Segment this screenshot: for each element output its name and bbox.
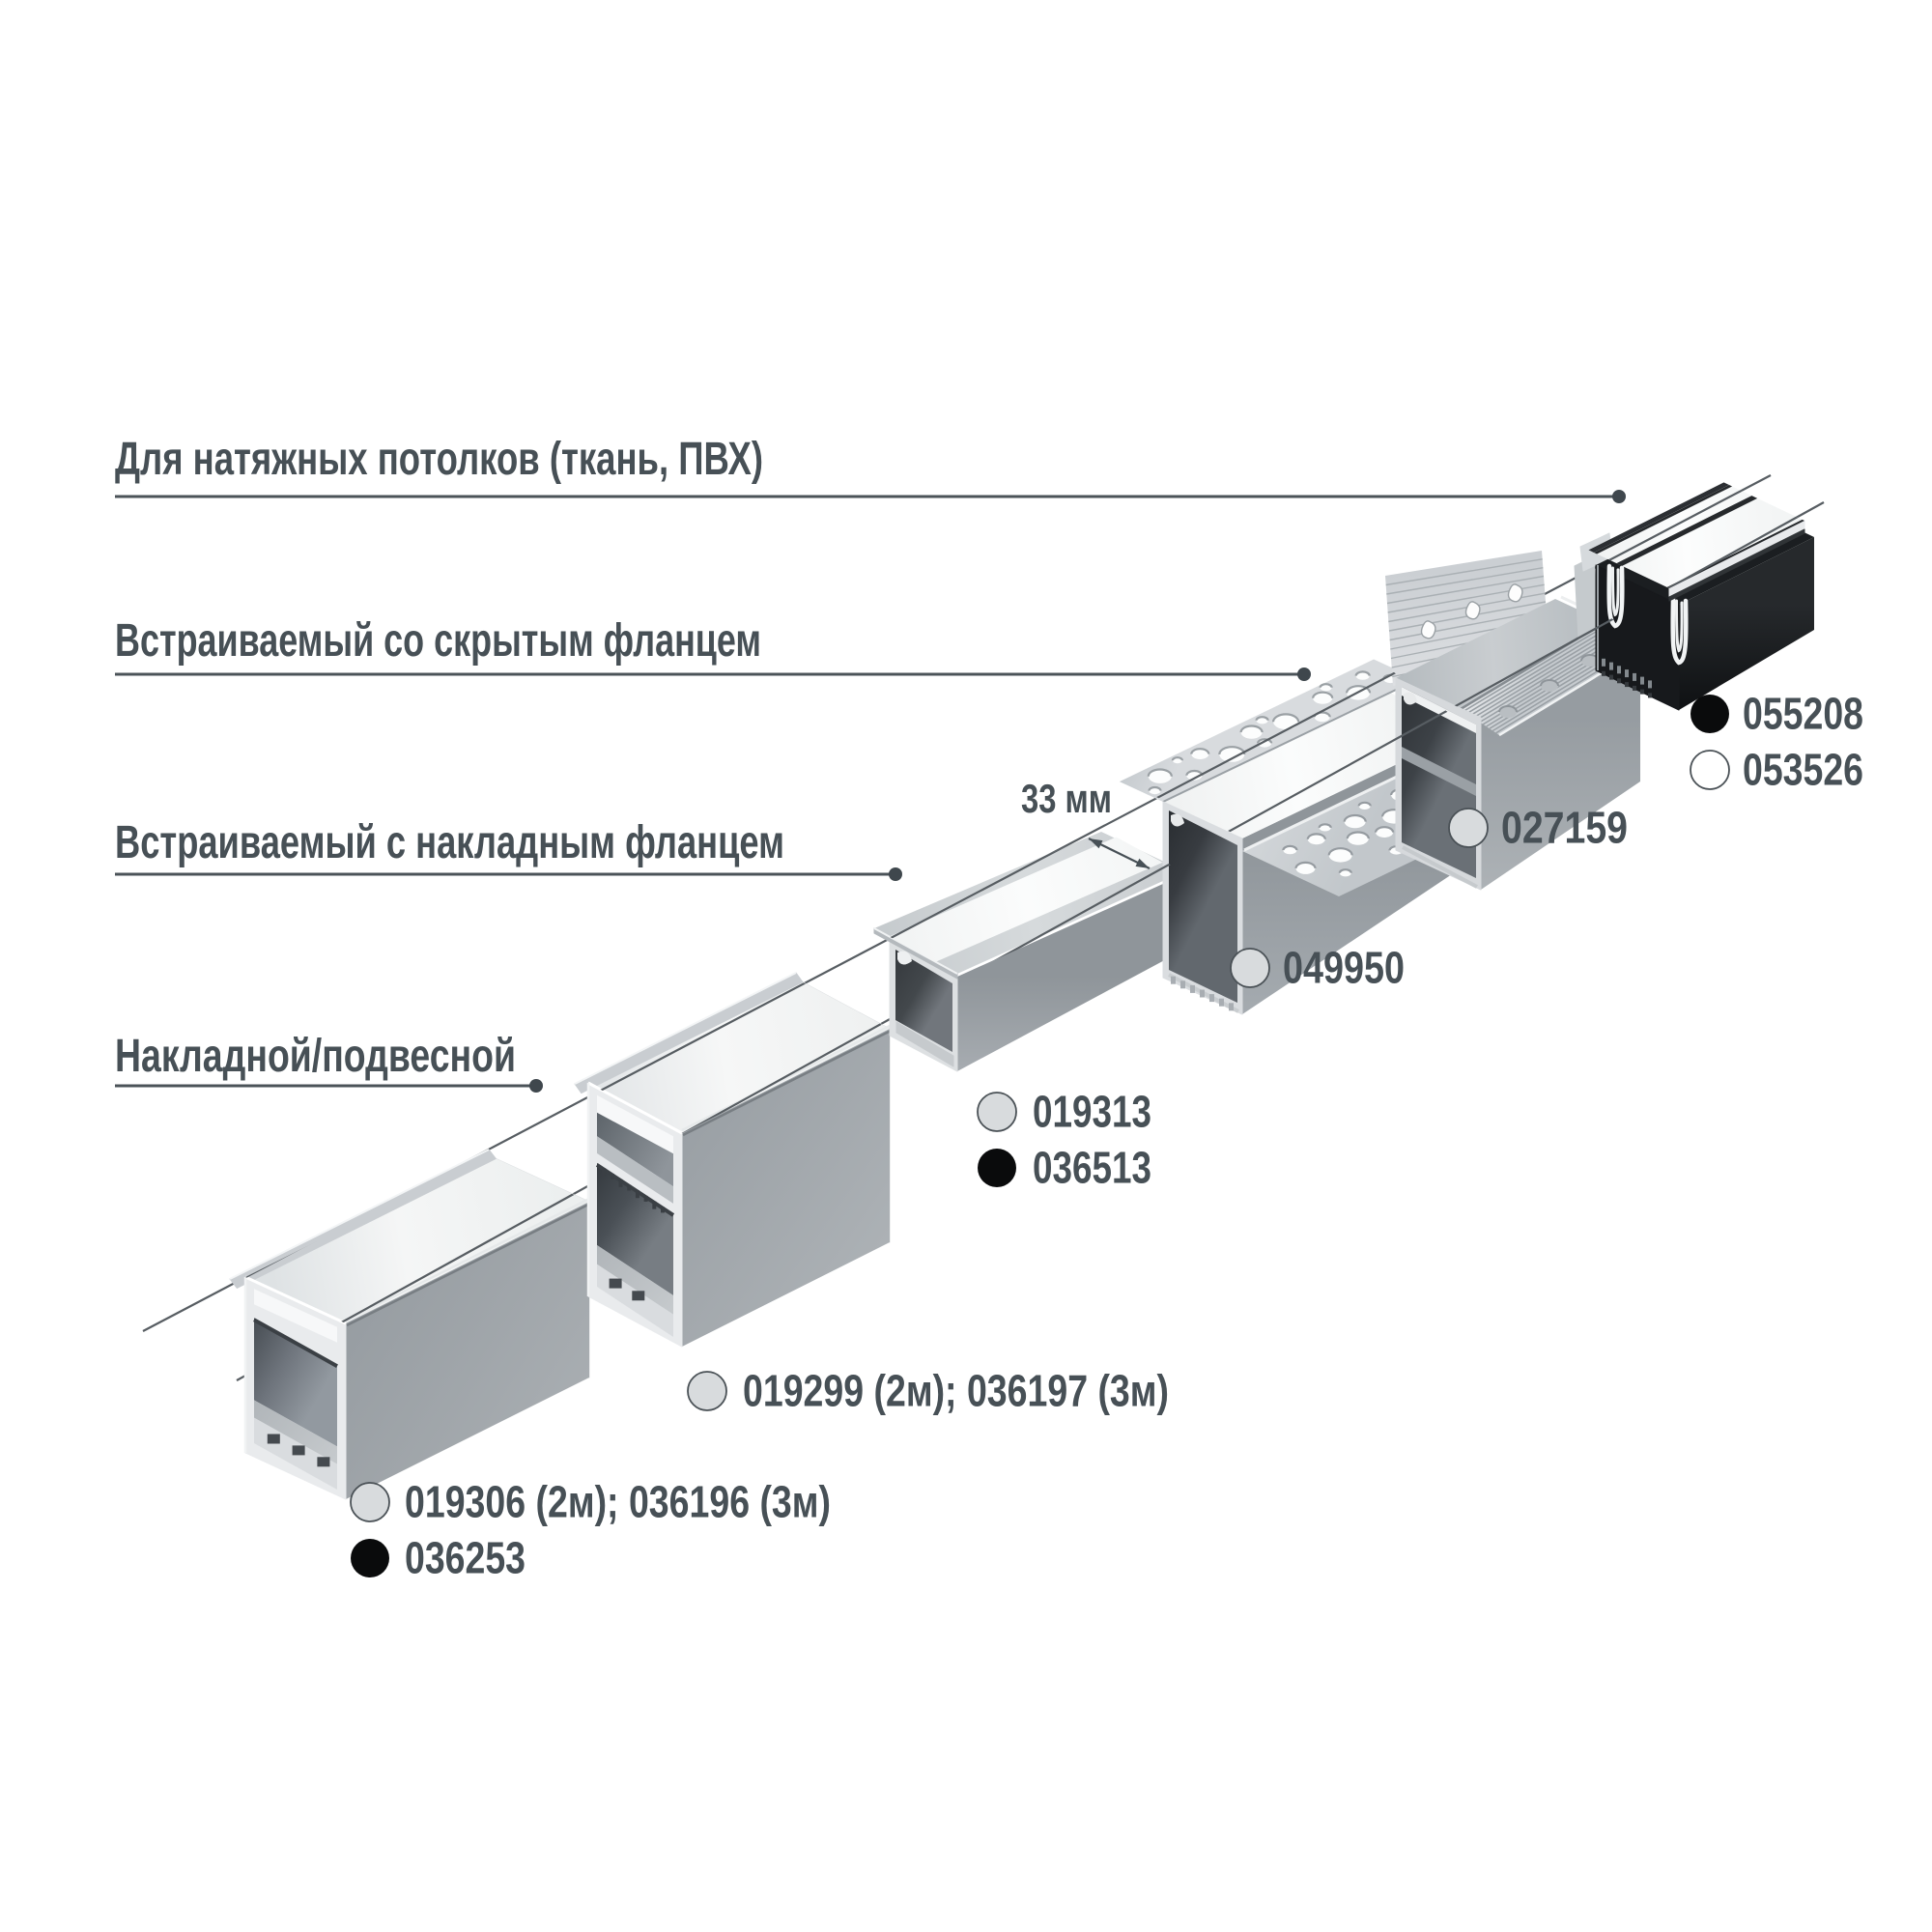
svg-text:049950: 049950 (1283, 943, 1405, 993)
svg-text:053526: 053526 (1743, 745, 1863, 795)
svg-text:Для натяжных потолков (ткань,: Для натяжных потолков (ткань, ПВХ) (115, 434, 763, 485)
svg-text:019306 (2м); 036196 (3м): 019306 (2м); 036196 (3м) (405, 1477, 831, 1527)
svg-text:Встраиваемый со скрытым фланце: Встраиваемый со скрытым фланцем (115, 615, 761, 667)
svg-text:036253: 036253 (405, 1533, 526, 1583)
svg-text:Встраиваемый с накладным фланц: Встраиваемый с накладным фланцем (115, 817, 784, 868)
svg-text:055208: 055208 (1743, 689, 1863, 739)
svg-text:33 мм: 33 мм (1021, 776, 1112, 821)
svg-text:Накладной/подвесной: Накладной/подвесной (115, 1031, 516, 1082)
svg-text:019313: 019313 (1033, 1087, 1151, 1137)
svg-text:027159: 027159 (1501, 803, 1628, 853)
svg-text:019299 (2м); 036197 (3м): 019299 (2м); 036197 (3м) (743, 1366, 1169, 1416)
svg-text:036513: 036513 (1033, 1143, 1151, 1193)
